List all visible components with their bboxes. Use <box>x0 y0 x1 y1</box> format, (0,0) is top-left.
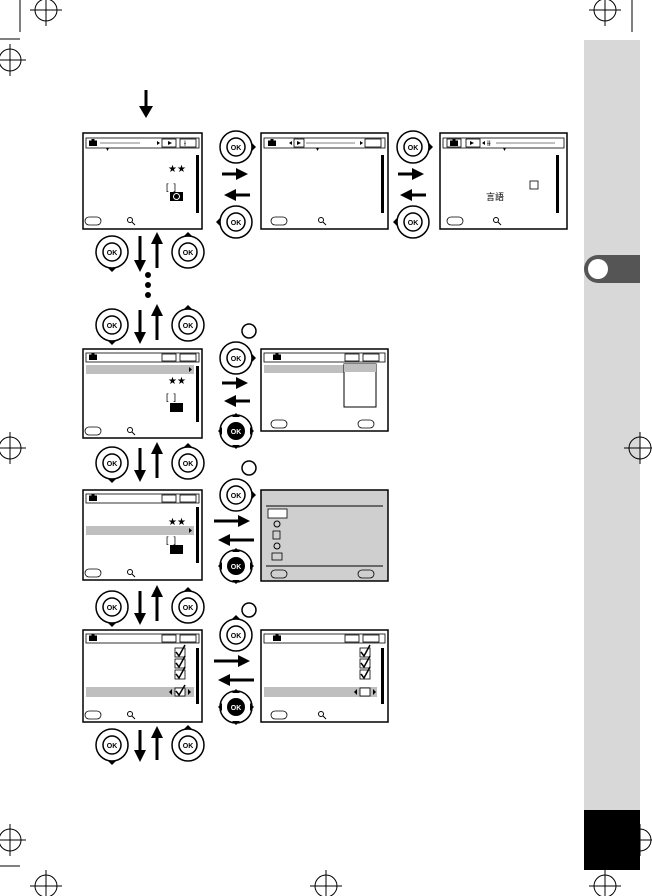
svg-text:[ ]: [ ] <box>166 392 176 402</box>
svg-text:OK: OK <box>231 564 242 571</box>
vertical-nav-2: OK OK <box>95 304 205 345</box>
svg-text:[ ]: [ ] <box>166 535 176 545</box>
row4-controls: OK OK <box>214 615 254 725</box>
vertical-nav-3: OK OK <box>95 442 205 483</box>
row3-controls: OK OK <box>214 478 256 584</box>
step-marker-2 <box>241 460 257 476</box>
screen-menu-1: Ɨ ★★ [ ] <box>82 132 203 230</box>
svg-text:OK: OK <box>231 633 242 640</box>
start-arrow <box>139 90 153 118</box>
row2-controls: OK OK <box>218 341 256 449</box>
row1-arrows <box>222 168 426 201</box>
screen-menu-7 <box>260 629 389 723</box>
svg-text:OK: OK <box>107 461 118 468</box>
svg-text:OK: OK <box>107 743 118 750</box>
svg-text:OK: OK <box>231 220 242 227</box>
screen-menu-4: ★★ [ ] <box>82 348 203 439</box>
chapter-tab-circle <box>588 259 608 279</box>
svg-text:OK: OK <box>231 145 242 152</box>
screen-popup-2 <box>260 489 389 582</box>
svg-text:OK: OK <box>183 250 194 257</box>
screen-menu-6 <box>82 629 203 723</box>
step-marker-1 <box>241 323 257 339</box>
row1-right-buttons: OK OK OK OK <box>216 130 433 239</box>
svg-text:Ɨ: Ɨ <box>184 141 186 148</box>
step-marker-3 <box>241 602 257 618</box>
svg-text:★★: ★★ <box>168 517 186 528</box>
svg-text:★★: ★★ <box>168 164 186 175</box>
svg-text:OK: OK <box>183 605 194 612</box>
svg-text:OK: OK <box>231 493 242 500</box>
vertical-nav-4: OK OK <box>95 585 205 627</box>
svg-text:OK: OK <box>107 323 118 330</box>
vertical-nav-1: OK OK <box>95 232 205 272</box>
svg-text:OK: OK <box>231 705 242 712</box>
screen-menu-3: Ɨł 言語 <box>439 132 568 230</box>
vertical-nav-5: OK OK <box>95 725 205 765</box>
svg-text:OK: OK <box>231 429 242 436</box>
chapter-sidebar <box>584 40 640 870</box>
svg-text:★★: ★★ <box>168 376 186 387</box>
screen-menu-5: ★★ [ ] <box>82 489 203 581</box>
svg-text:OK: OK <box>408 145 419 152</box>
svg-text:OK: OK <box>107 250 118 257</box>
screen-popup-1 <box>260 348 389 432</box>
svg-text:OK: OK <box>183 323 194 330</box>
svg-text:OK: OK <box>231 356 242 363</box>
language-glyph: 言語 <box>486 191 504 202</box>
screen-menu-2 <box>260 132 389 230</box>
svg-text:[ ]: [ ] <box>166 182 176 192</box>
svg-text:OK: OK <box>408 220 419 227</box>
svg-text:OK: OK <box>107 605 118 612</box>
svg-text:OK: OK <box>183 743 194 750</box>
svg-text:Ɨł: Ɨł <box>487 141 491 148</box>
svg-text:OK: OK <box>183 461 194 468</box>
